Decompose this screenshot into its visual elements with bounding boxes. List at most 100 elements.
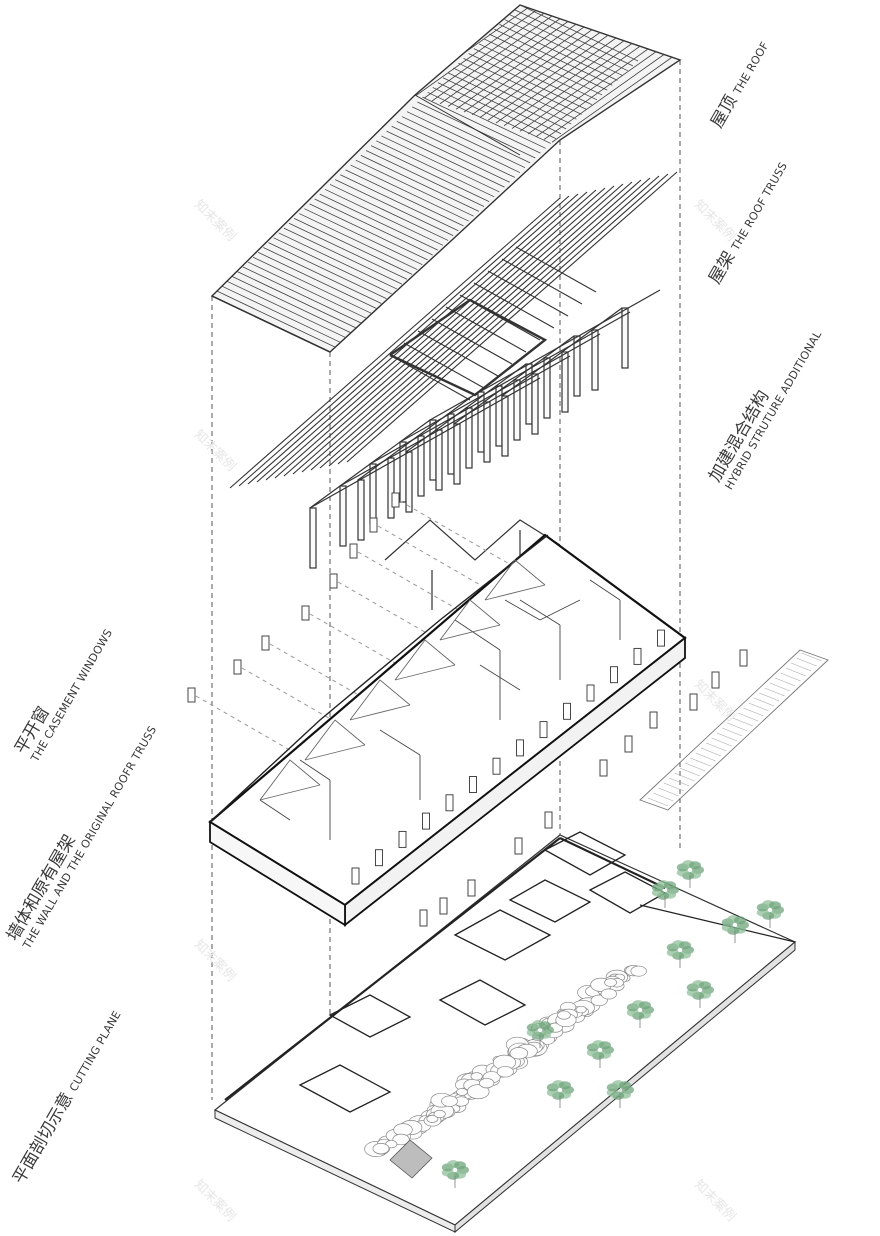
tree-foliage: [558, 1081, 571, 1090]
original-truss: [439, 599, 501, 641]
roof-seam: [447, 21, 569, 107]
rafter: [501, 258, 583, 305]
hatch: [759, 692, 780, 702]
hatch: [727, 722, 748, 732]
roof-seam: [489, 33, 608, 91]
roof-seam: [365, 150, 485, 207]
beam: [369, 333, 601, 465]
rafter: [487, 270, 569, 317]
roof-seam: [370, 145, 490, 203]
roof-seam: [439, 18, 561, 105]
roof-seam: [455, 23, 577, 110]
roof-seam: [551, 56, 673, 143]
roof-seam: [268, 242, 387, 300]
purlin: [319, 177, 651, 469]
purlin: [229, 197, 561, 489]
hatch: [716, 732, 738, 742]
roof-seam: [453, 67, 572, 125]
roof-seam: [396, 121, 515, 178]
hatch: [663, 782, 685, 792]
roof-seam: [232, 276, 351, 333]
stone: [392, 1133, 410, 1146]
wall-layer: [208, 533, 829, 927]
roof-seam: [216, 290, 336, 348]
roof-seam: [355, 159, 474, 217]
roof-seam: [431, 15, 553, 102]
hatch: [764, 687, 785, 697]
roof-seam: [471, 29, 593, 116]
window: [739, 649, 748, 667]
beam: [501, 307, 623, 397]
roof-seam: [283, 227, 403, 285]
column: [573, 335, 581, 397]
roof-seam: [242, 266, 361, 324]
partition: [589, 579, 621, 601]
roof-seam: [432, 87, 551, 144]
wall-window: [422, 812, 430, 830]
window-guide: [309, 613, 443, 691]
roof-seam: [391, 125, 510, 183]
hatch: [674, 772, 695, 782]
purlin: [292, 183, 624, 475]
window-guide: [269, 643, 403, 721]
roof-seam: [437, 82, 557, 139]
roof-seam: [527, 48, 649, 135]
tree-foliage: [663, 881, 676, 890]
beam: [453, 335, 575, 425]
roof-seam: [335, 179, 454, 236]
tree: [586, 1040, 614, 1068]
rafter: [417, 330, 499, 377]
tree: [626, 1000, 654, 1028]
column: [339, 485, 347, 547]
hybrid-structure-layer: [309, 289, 661, 610]
beam: [357, 391, 479, 481]
hatch: [653, 792, 674, 802]
roof-seam: [422, 96, 541, 154]
roof-seam: [463, 26, 585, 113]
roof-seam: [503, 40, 625, 127]
tree: [441, 1160, 469, 1188]
column: [435, 429, 443, 491]
partition: [454, 619, 501, 651]
window-guide: [399, 500, 533, 578]
original-truss-chord: [394, 664, 456, 681]
stone: [372, 1143, 390, 1155]
roof-seam: [463, 57, 582, 115]
roof-seam: [309, 203, 428, 261]
tree-foliage: [638, 1001, 651, 1010]
hatch: [695, 752, 716, 762]
hatch: [700, 747, 722, 757]
purlin: [265, 189, 597, 481]
hatch: [737, 712, 759, 722]
roof-seam: [386, 130, 505, 188]
column: [501, 395, 509, 457]
window-guide: [357, 551, 491, 629]
hatch: [669, 777, 690, 787]
roof-seam: [227, 281, 346, 338]
roof-seam: [468, 53, 587, 110]
tree-foliage: [618, 1081, 631, 1090]
stone: [604, 978, 617, 987]
rafter: [515, 246, 597, 293]
roof-seam: [519, 5, 639, 62]
column: [357, 479, 365, 541]
tree: [666, 940, 694, 968]
tree-foliage: [678, 941, 691, 950]
plan-room: [438, 979, 527, 1026]
wall-window: [516, 739, 524, 757]
roof-seam: [222, 285, 341, 343]
hatch: [796, 657, 817, 667]
roof-seam: [415, 10, 537, 96]
tree: [721, 915, 749, 943]
tree-foliage: [688, 861, 701, 870]
wall-window: [539, 721, 548, 739]
plan-outer-wall: [559, 837, 666, 889]
hatch: [769, 682, 791, 692]
partition: [299, 759, 331, 781]
stone: [496, 1066, 514, 1078]
window: [233, 659, 242, 675]
window-guide: [337, 581, 471, 659]
plan-room: [508, 879, 592, 923]
